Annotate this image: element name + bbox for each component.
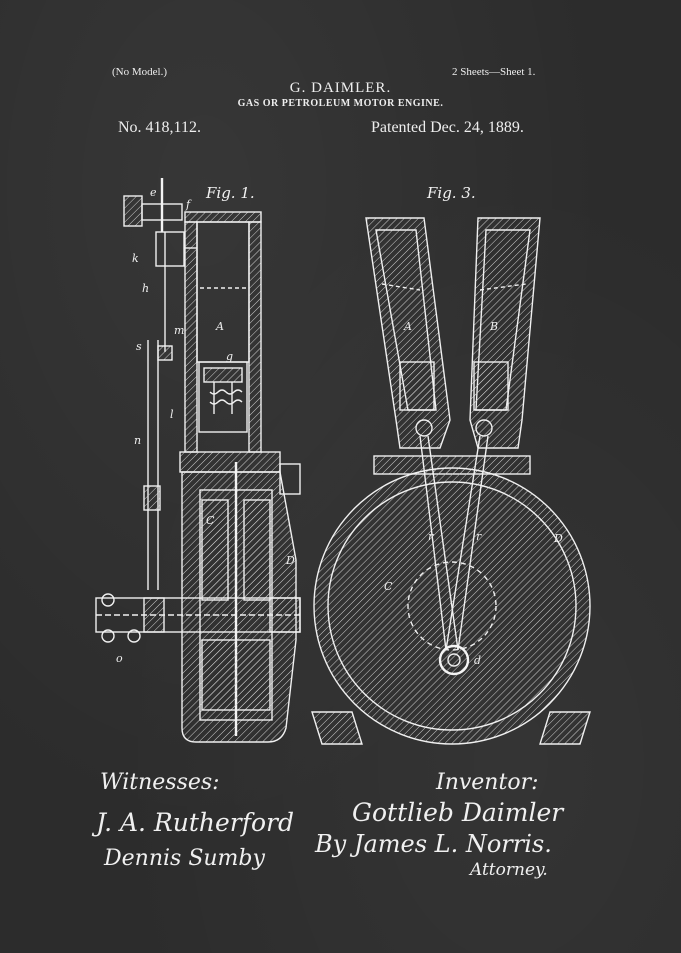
flywheel-right (243, 499, 271, 601)
label-r-left: r (428, 530, 434, 543)
lower-counterweight (201, 639, 271, 711)
wrist-pin-b (475, 419, 493, 437)
cylinder-a-wall (365, 217, 451, 449)
base-foot-left (311, 711, 363, 745)
attorney-signature: By James L. Norris. (315, 830, 552, 858)
label-a-fig1: A (215, 320, 224, 333)
inlet-flange (123, 195, 143, 227)
sheet-count: 2 Sheets—Sheet 1. (452, 66, 536, 78)
label-d-fig1: D (285, 554, 295, 567)
gear-top (101, 593, 115, 607)
no-model-note: (No Model.) (112, 66, 167, 78)
figure-1-drawing (95, 178, 301, 743)
witnesses-label: Witnesses: (100, 770, 220, 795)
crankcase-top-flange (179, 451, 281, 473)
label-a-fig3: A (403, 320, 412, 333)
connecting-rod-a (419, 435, 459, 651)
label-n: n (134, 434, 141, 447)
piston-b (473, 361, 509, 411)
figure-3-drawing (311, 217, 591, 745)
piston-valve-guides (213, 382, 233, 414)
label-d-fig3: D (553, 532, 563, 545)
label-r-right: r (476, 530, 482, 543)
crankcase-interior (327, 481, 577, 731)
base-foot-right (539, 711, 591, 745)
crank-throw-circle (407, 561, 497, 651)
part-letters: e f k h m s l n A g C D o A B C D r r d (116, 186, 563, 667)
piston-a (399, 361, 435, 411)
label-s: s (136, 340, 142, 353)
label-h: h (142, 282, 149, 295)
combustion-chamber (196, 221, 250, 363)
connecting-rod-b (445, 435, 489, 651)
valve-spring (209, 389, 243, 395)
inventor-signature: Gottlieb Daimler (352, 798, 564, 827)
label-c-fig3: C (384, 580, 393, 593)
invention-title: GAS OR PETROLEUM MOTOR ENGINE. (237, 98, 444, 109)
valve-box (155, 231, 185, 267)
label-m: m (174, 324, 184, 337)
label-o: o (116, 652, 123, 665)
crank-pin (438, 644, 470, 676)
flywheel-left (201, 499, 229, 601)
cylinder-a-bore (375, 229, 437, 411)
cylinder-wall-right (248, 221, 262, 453)
patent-number: No. 418,112. (118, 119, 201, 136)
label-d-small: d (474, 654, 481, 667)
attorney-label: Attorney. (470, 860, 548, 880)
rod-guide (143, 485, 161, 511)
figure-3-label: Fig. 3. (427, 184, 476, 202)
piston (198, 361, 248, 433)
label-k: k (132, 252, 139, 265)
wrist-pin-a (415, 419, 433, 437)
piston-valve-cap (203, 367, 243, 383)
label-l: l (170, 408, 174, 421)
label-c-fig1: C (206, 514, 215, 527)
patent-date: Patented Dec. 24, 1889. (371, 119, 524, 136)
inventor-name-heading: G. DAIMLER. (289, 80, 392, 96)
label-e: e (150, 186, 157, 199)
cylinder-wall-left (184, 221, 198, 453)
gear-bottom (101, 629, 115, 643)
label-g-fig1: g (226, 350, 233, 363)
rod-coupling (157, 345, 173, 361)
label-f: f (185, 198, 192, 211)
figure-1-label: Fig. 1. (206, 184, 255, 202)
label-b-fig3: B (489, 320, 498, 333)
witness-signature-2: Dennis Sumby (104, 846, 265, 871)
cylinder-head (184, 211, 262, 223)
witness-signature-1: J. A. Rutherford (96, 808, 294, 837)
inventor-label: Inventor: (436, 770, 539, 795)
